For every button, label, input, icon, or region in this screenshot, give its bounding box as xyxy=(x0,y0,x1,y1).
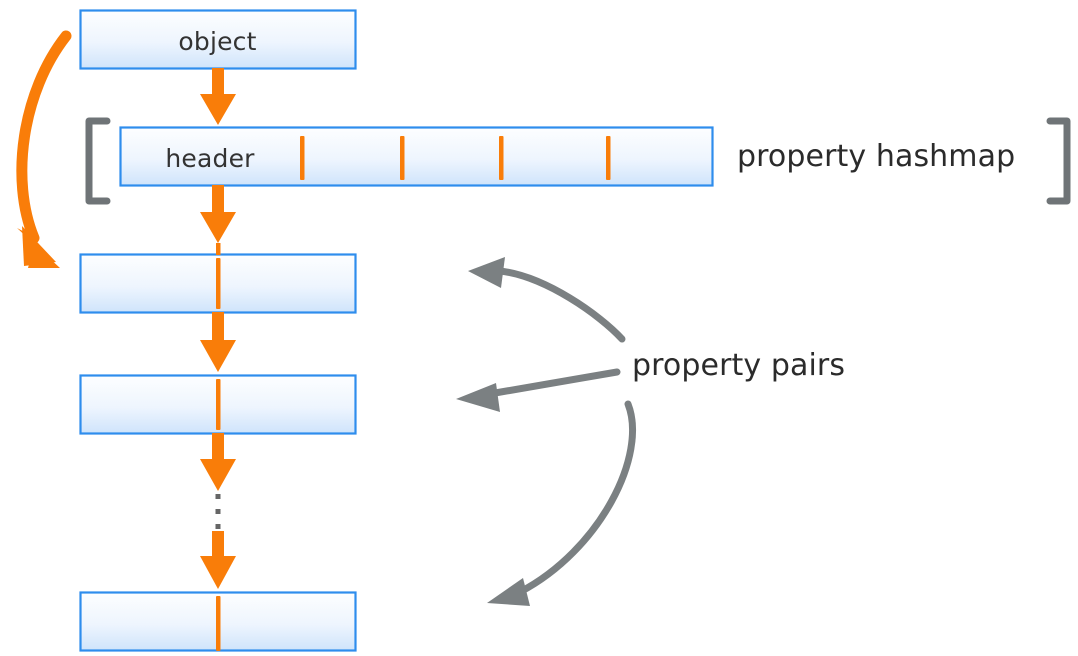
left-bracket xyxy=(85,117,111,205)
pair-box-last-divider xyxy=(216,596,221,651)
object-box xyxy=(79,9,357,70)
property-pairs-label: property pairs xyxy=(632,348,846,383)
arrow-hashmap-to-pair1 xyxy=(200,185,236,255)
hashmap-tick-marks xyxy=(300,136,611,180)
property-hashmap-label: property hashmap xyxy=(737,139,1016,174)
pair-box-1-divider xyxy=(216,258,221,309)
arrow-pair1-to-pair2 xyxy=(200,312,236,372)
pairs-arrow-lower xyxy=(487,400,636,606)
arrow-object-to-hashmap xyxy=(200,68,236,125)
pair-box-2 xyxy=(79,374,357,435)
arrow-pair2-to-ellipsis xyxy=(200,433,236,491)
hashmap-box xyxy=(119,126,714,187)
object-box-label: object xyxy=(178,27,257,56)
pairs-arrow-middle xyxy=(456,368,621,412)
pair-box-1 xyxy=(79,253,357,314)
object-to-pairs-curve-arrow xyxy=(16,30,72,268)
right-bracket xyxy=(1046,117,1071,205)
arrow-ellipsis-to-last xyxy=(200,531,236,589)
pairs-arrow-upper xyxy=(468,257,626,343)
pair-box-last xyxy=(79,591,357,652)
vertical-ellipsis xyxy=(215,494,221,529)
hashmap-header-label: header xyxy=(165,144,255,173)
pair-box-2-divider xyxy=(216,379,221,430)
